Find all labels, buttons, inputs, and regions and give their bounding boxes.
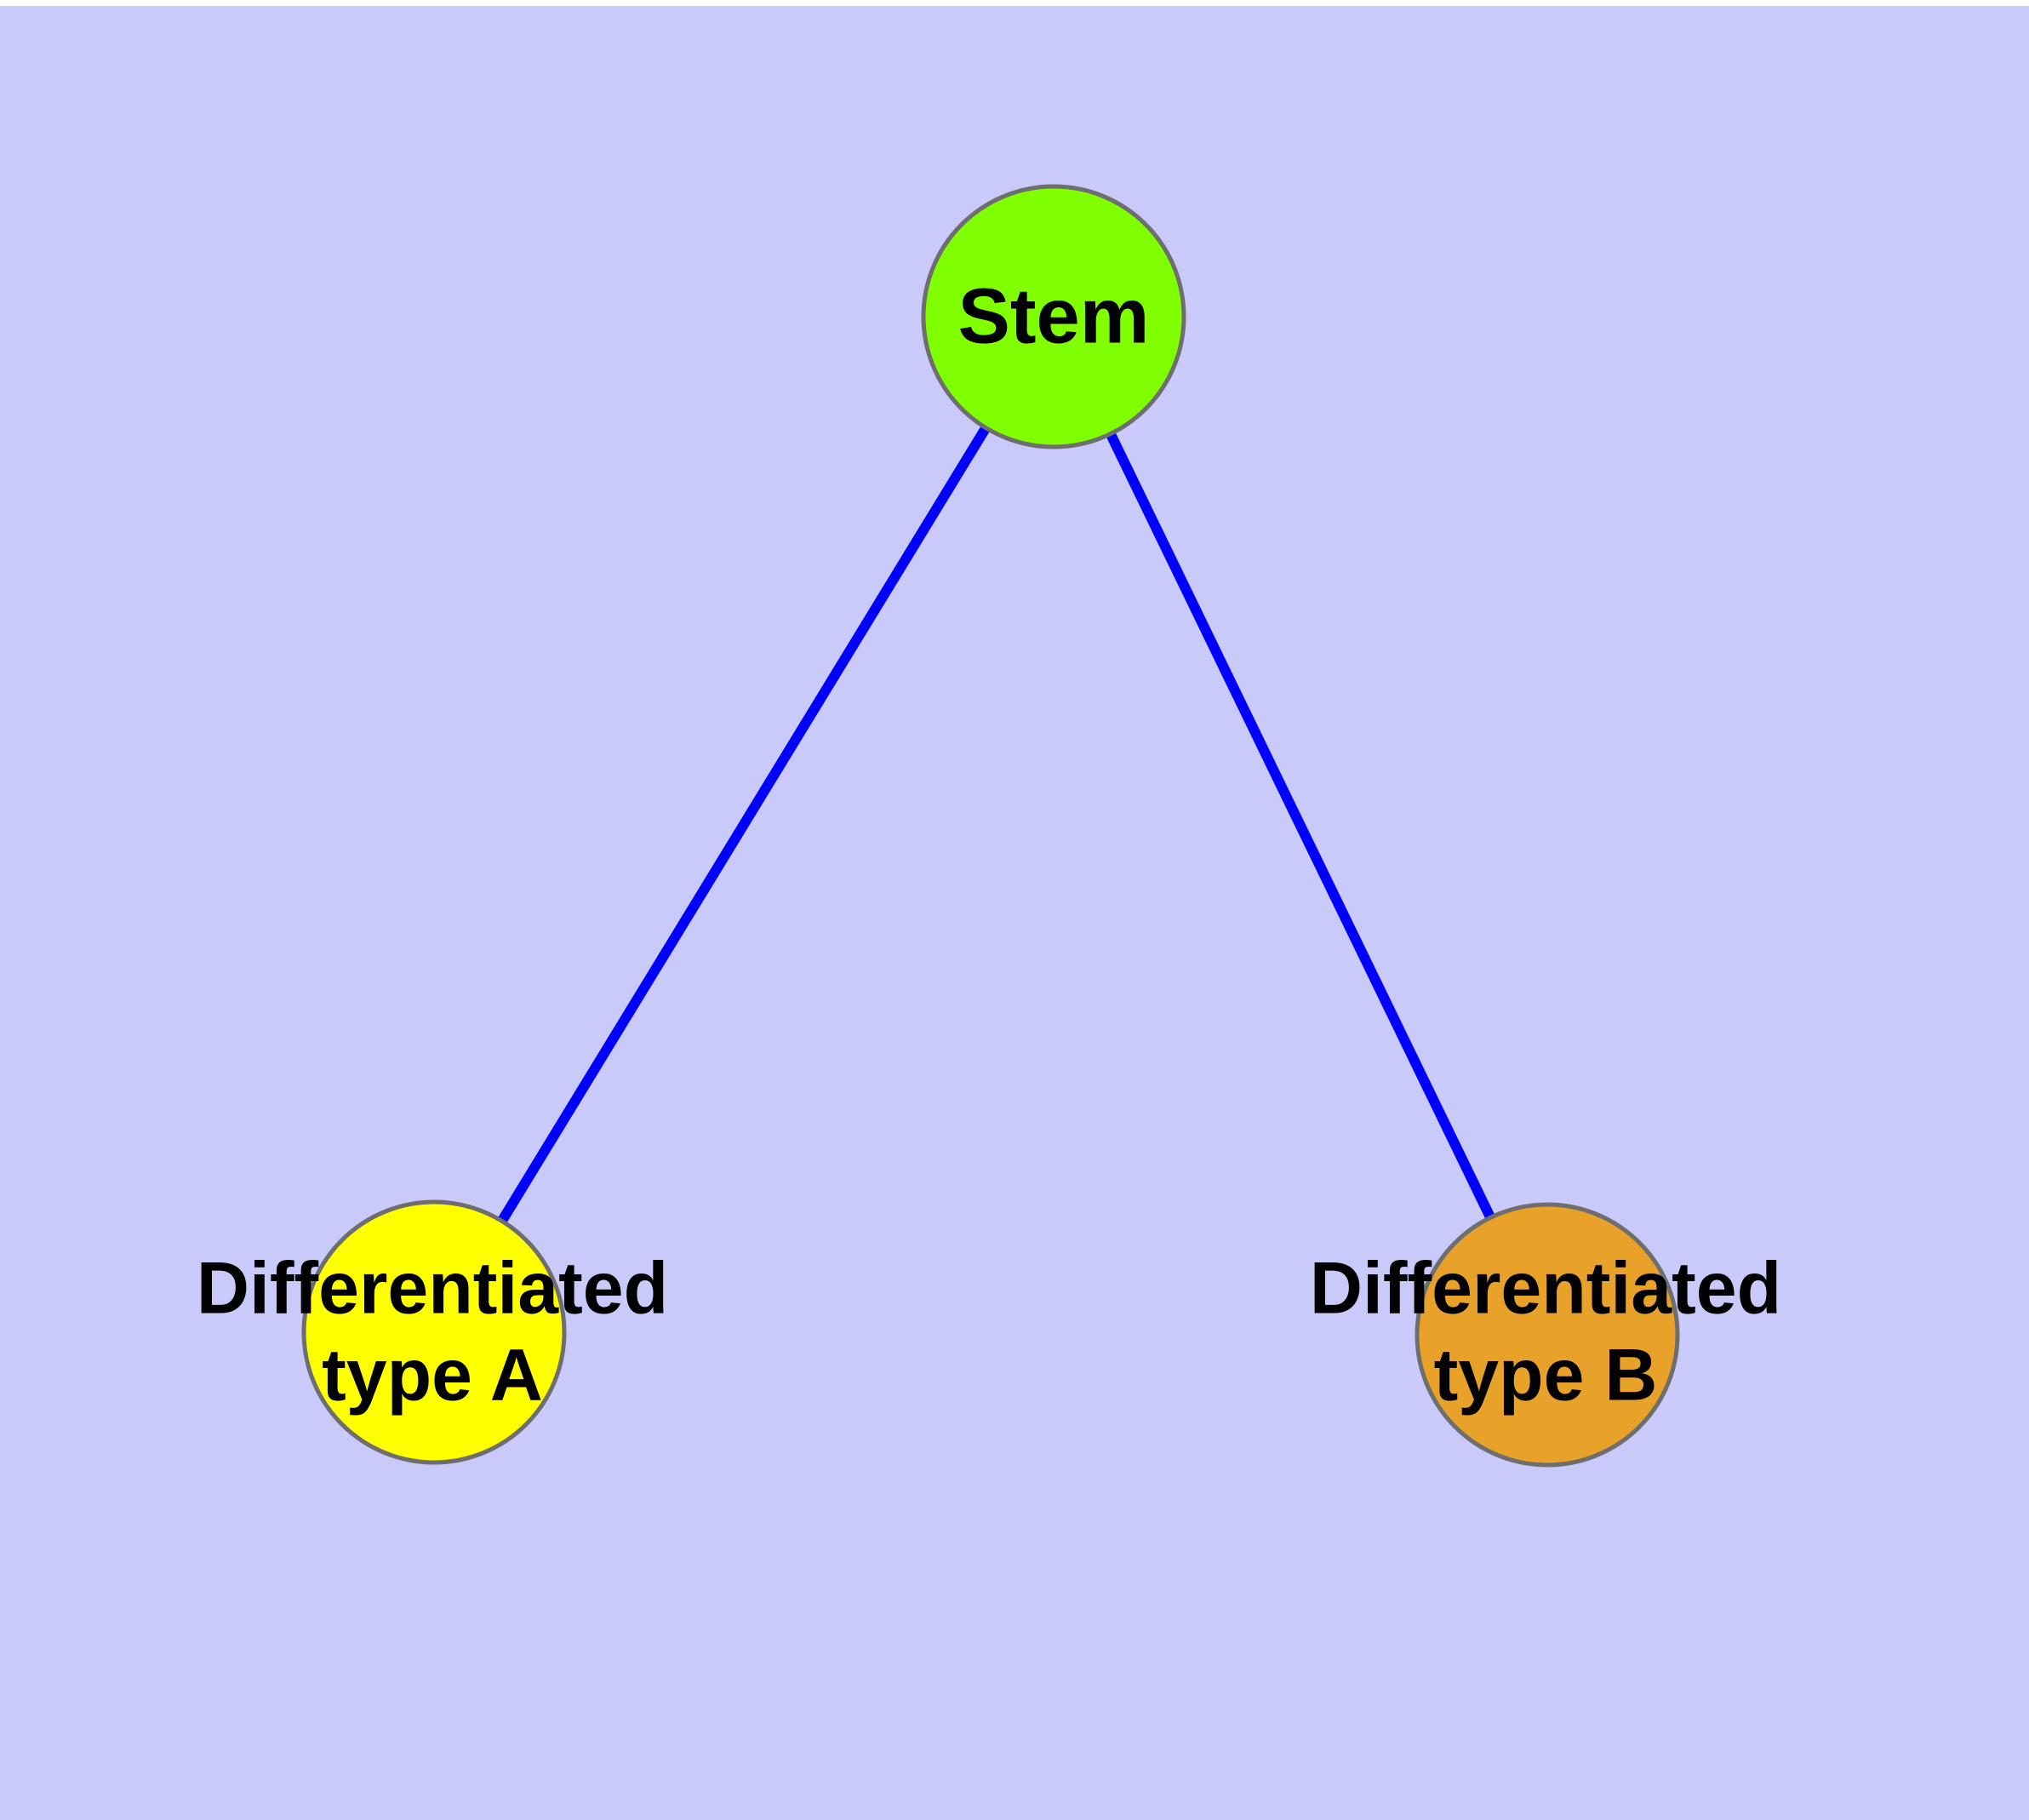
node-label-differentiated-type-b-line2: type B xyxy=(1434,1335,1658,1417)
node-label-layer: Stem Differentiated type A Differentiate… xyxy=(197,272,1781,1416)
edge-stem-to-differentiated-type-a[interactable] xyxy=(429,313,1059,1336)
node-label-differentiated-type-a-line1: Differentiated xyxy=(197,1248,668,1330)
node-stem[interactable] xyxy=(921,184,1186,449)
edge-stem-to-differentiated-type-b[interactable] xyxy=(1049,314,1552,1337)
node-differentiated-type-a[interactable] xyxy=(301,1199,567,1465)
node-label-stem: Stem xyxy=(958,272,1150,359)
node-layer xyxy=(301,184,1680,1468)
node-differentiated-type-b[interactable] xyxy=(1415,1202,1680,1468)
node-label-differentiated-type-a-line2: type A xyxy=(322,1335,543,1417)
edge-layer xyxy=(429,313,1552,1337)
node-label-differentiated-type-b-line1: Differentiated xyxy=(1310,1248,1781,1330)
